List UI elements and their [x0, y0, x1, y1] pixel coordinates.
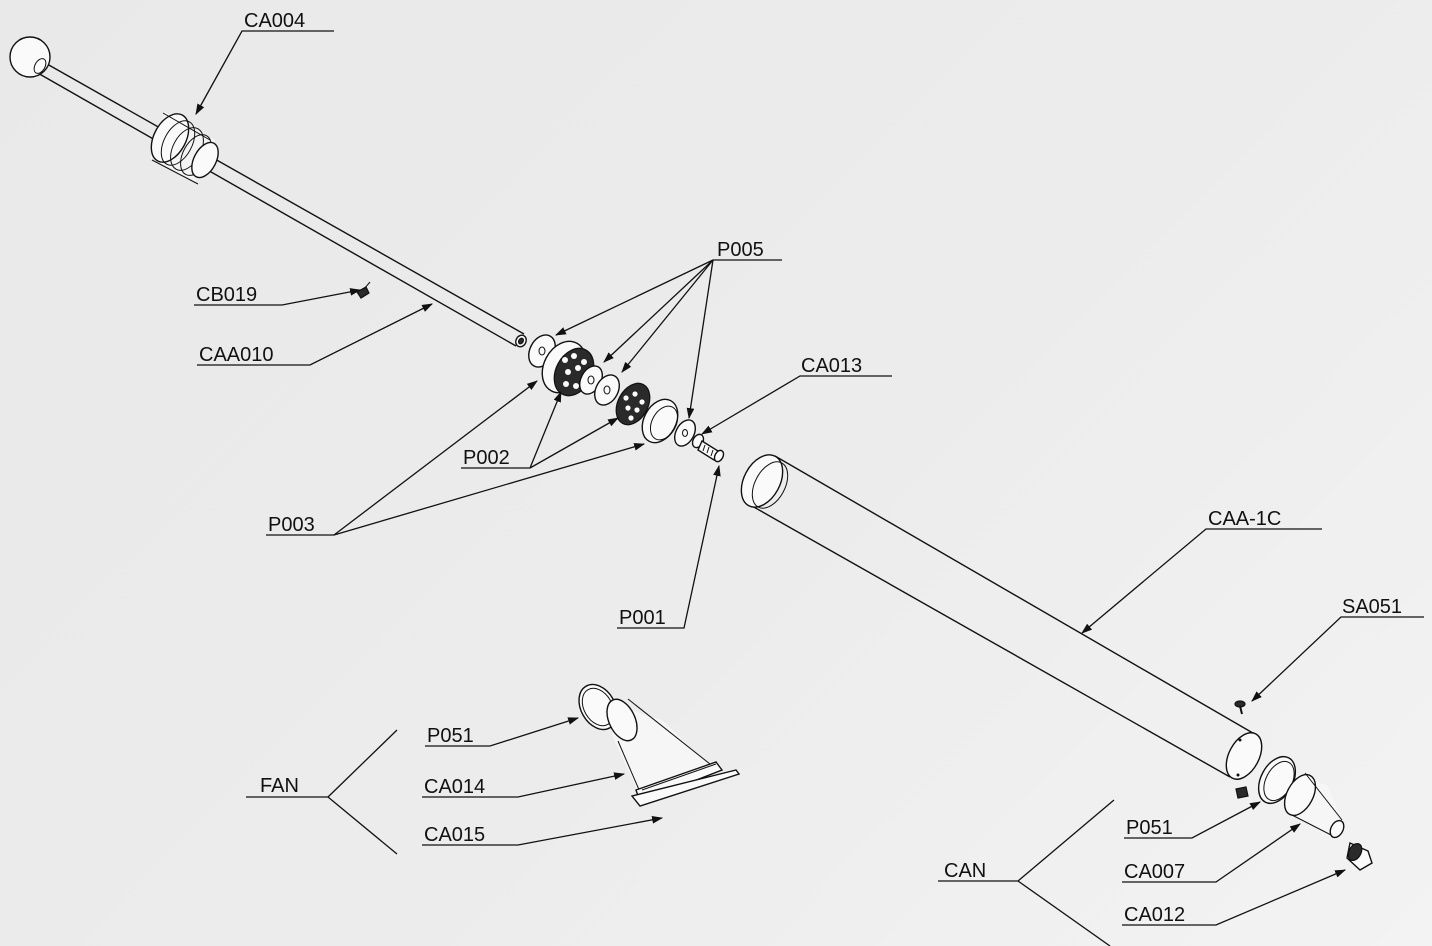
rod-knob [9, 36, 51, 78]
part-ca015-blade [630, 769, 741, 807]
label-cb019: CB019 [196, 284, 257, 306]
perforated-disc-2 [615, 382, 651, 426]
fan-nozzle-assembly [578, 683, 741, 807]
label-p003: P003 [268, 514, 315, 536]
part-ca014-body [606, 698, 638, 742]
bottom-fastener [1235, 786, 1249, 799]
part-caa-1c-cylinder [740, 454, 1263, 780]
label-sa051: SA051 [1342, 596, 1402, 618]
label-p051-fan: P051 [427, 725, 474, 747]
label-ca013: CA013 [801, 355, 862, 377]
label-ca012: CA012 [1124, 904, 1185, 926]
label-ca015: CA015 [424, 824, 485, 846]
label-p005: P005 [717, 239, 764, 261]
part-labels: CA004 P005 CB019 CAA010 CA013 P002 P003 … [196, 10, 1402, 926]
part-p001-bolt [697, 439, 725, 463]
washer-4 [673, 419, 697, 447]
washer-3 [594, 374, 620, 406]
label-can: CAN [944, 860, 986, 882]
part-sa051-screw [1234, 700, 1246, 715]
label-p002: P002 [463, 447, 510, 469]
label-ca007: CA007 [1124, 861, 1185, 883]
leader-lines [194, 30, 1424, 946]
part-ca012-nozzle [1346, 842, 1373, 871]
part-ca004-collar [150, 112, 219, 185]
part-ca007-cone [1283, 773, 1317, 817]
label-p001: P001 [619, 607, 666, 629]
label-ca014: CA014 [424, 776, 485, 798]
label-fan: FAN [260, 775, 299, 797]
label-p051-can: P051 [1126, 817, 1173, 839]
rod-assembly [9, 36, 527, 348]
can-end-cap [1257, 755, 1373, 871]
piston-stack [528, 334, 725, 463]
label-caa-1c: CAA-1C [1208, 508, 1281, 530]
label-caa010: CAA010 [199, 344, 274, 366]
label-ca004: CA004 [244, 10, 305, 32]
